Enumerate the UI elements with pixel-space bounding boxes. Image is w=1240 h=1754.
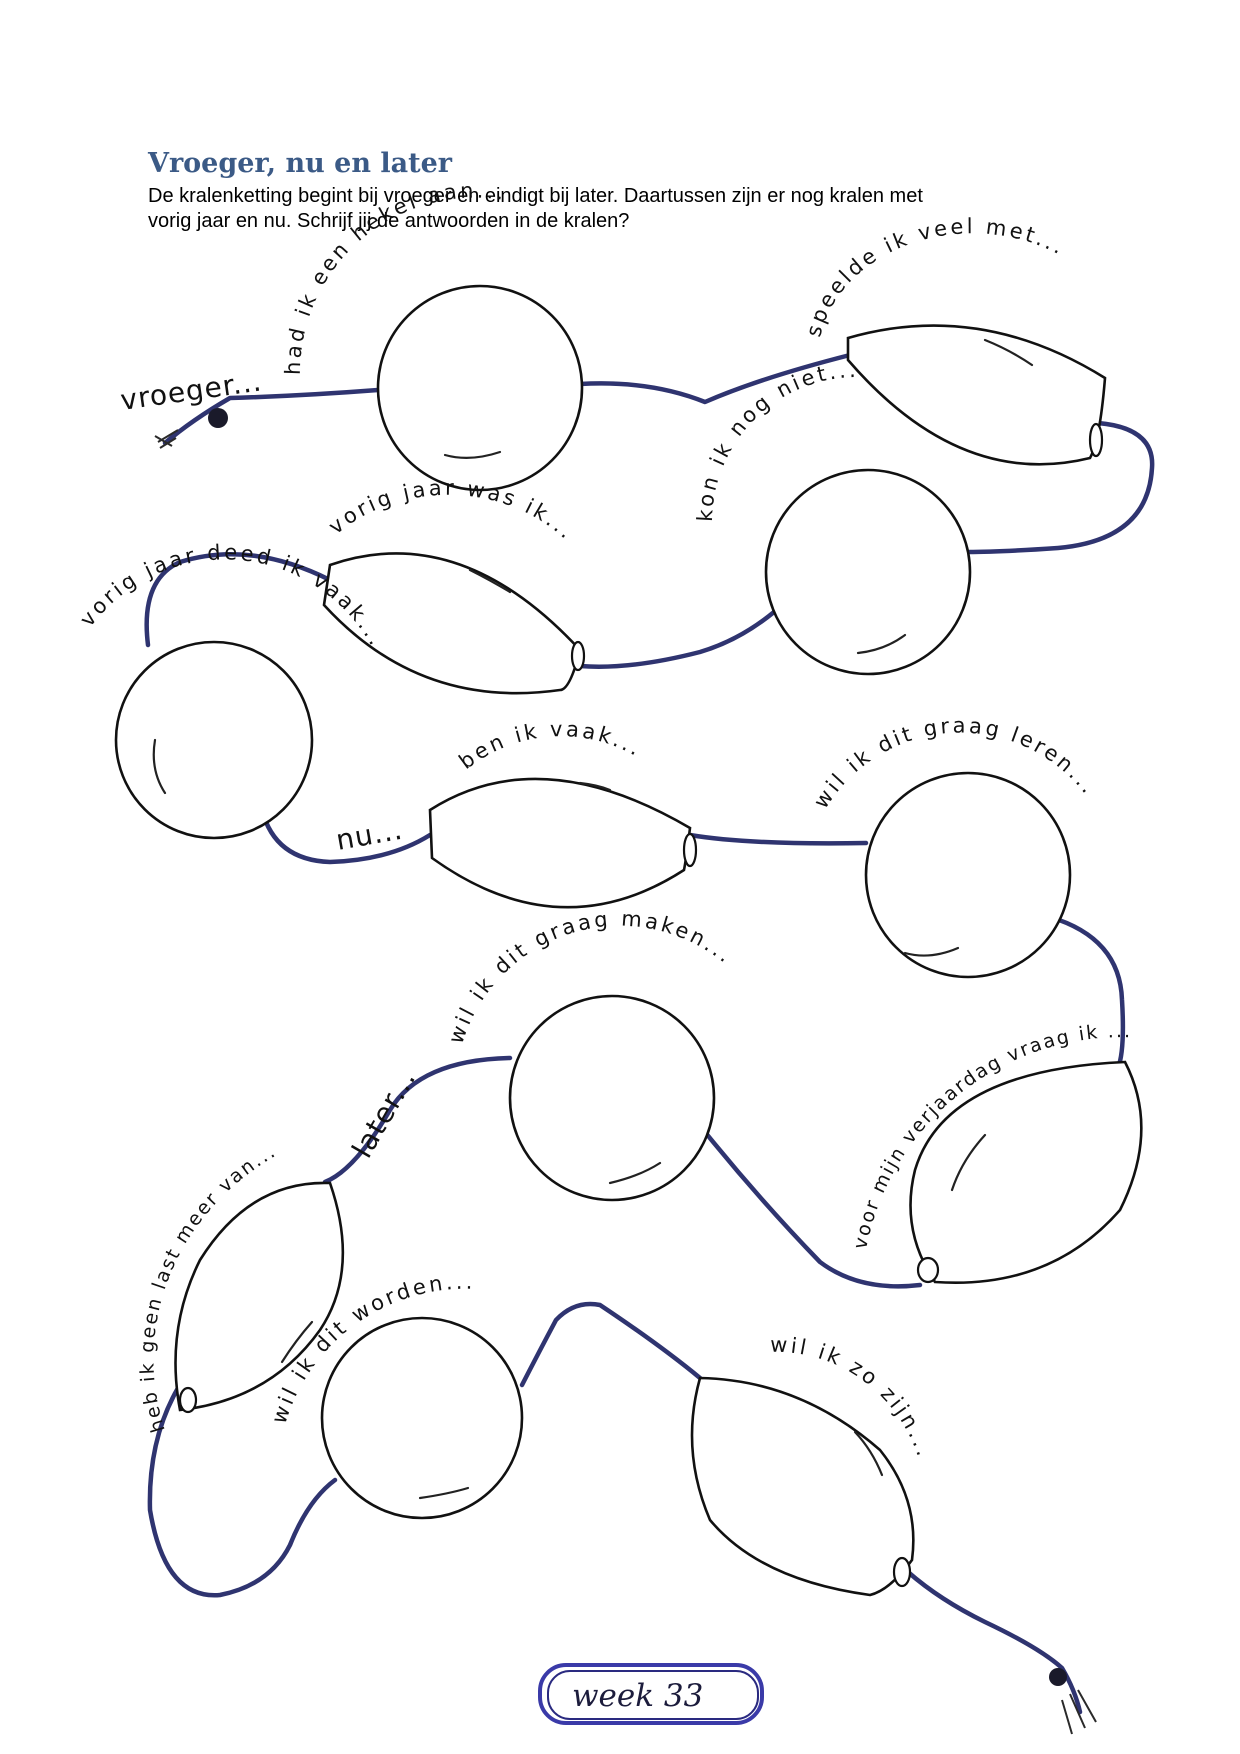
week-label: week 33	[572, 1678, 703, 1714]
label-later: later...	[345, 1063, 422, 1163]
start-knot	[208, 408, 228, 428]
bead-7-round[interactable]	[866, 773, 1070, 977]
bead-12-oval[interactable]	[692, 1378, 913, 1595]
bead-2-oval[interactable]	[848, 326, 1105, 465]
bead-3-round[interactable]	[766, 470, 970, 674]
bead-1-round[interactable]	[378, 286, 582, 490]
bead-5-round[interactable]	[116, 642, 312, 838]
end-knot	[1049, 1668, 1067, 1686]
prompt-vorig-jaar-deed-ik: vorig jaar deed ik vaak...	[75, 540, 390, 651]
bead-11-round[interactable]	[322, 1318, 522, 1518]
week-badge: week 33	[540, 1665, 762, 1723]
bead-6-oval[interactable]	[430, 779, 696, 907]
prompt-speelde-ik: speelde ik veel met...	[801, 214, 1070, 339]
prompt-ben-ik-vaak: ben ik vaak...	[455, 717, 647, 774]
prompt-vorig-jaar-was-ik: vorig jaar was ik...	[324, 476, 580, 545]
label-vroeger: vroeger...	[118, 364, 264, 417]
bead-9-round[interactable]	[510, 996, 714, 1200]
